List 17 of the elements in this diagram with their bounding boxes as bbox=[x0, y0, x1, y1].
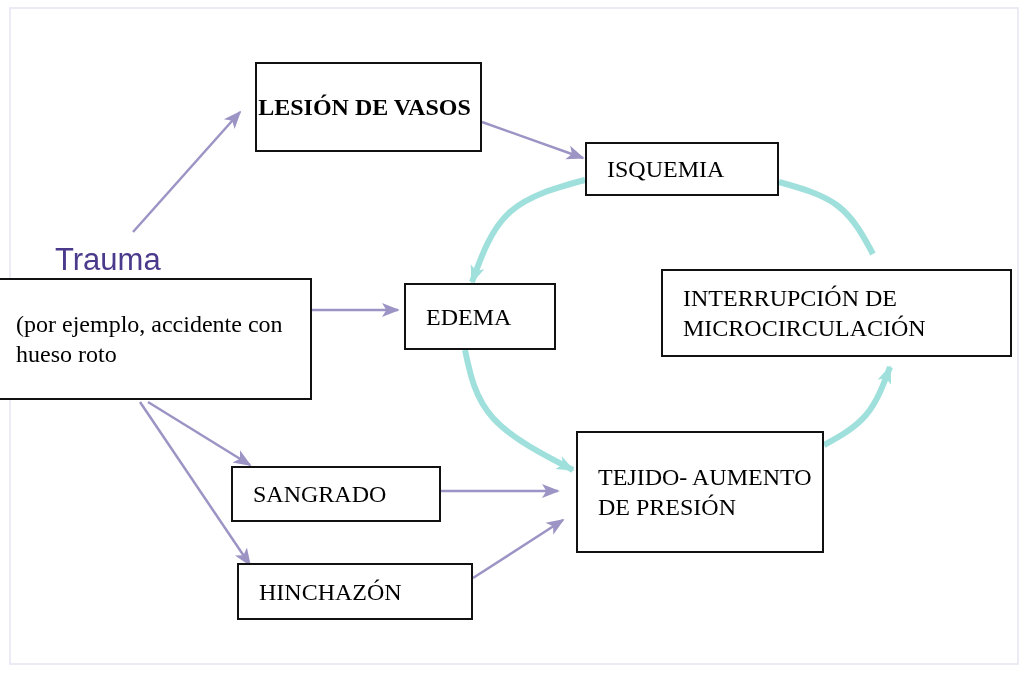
arrow bbox=[462, 349, 575, 473]
process-box: ISQUEMIA bbox=[585, 142, 779, 196]
arrow bbox=[441, 483, 560, 499]
process-box: LESIÓN DE VASOS bbox=[255, 62, 482, 152]
process-box: TEJIDO- AUMENTO DE PRESIÓN bbox=[576, 431, 824, 553]
arrow bbox=[132, 110, 242, 233]
node-text: (por ejemplo, accidente con hueso roto bbox=[16, 310, 284, 369]
process-box: INTERRUPCIÓN DE MICROCIRCULACIÓN bbox=[661, 269, 1012, 357]
arrow bbox=[481, 120, 585, 160]
process-box: EDEMA bbox=[404, 283, 556, 350]
arrow bbox=[472, 518, 565, 580]
process-box: SANGRADO bbox=[231, 466, 441, 522]
arrow bbox=[312, 302, 400, 318]
process-box: HINCHAZÓN bbox=[237, 563, 473, 620]
arrow bbox=[147, 400, 252, 467]
node-heading: Trauma bbox=[55, 244, 161, 275]
arrow bbox=[469, 177, 586, 284]
